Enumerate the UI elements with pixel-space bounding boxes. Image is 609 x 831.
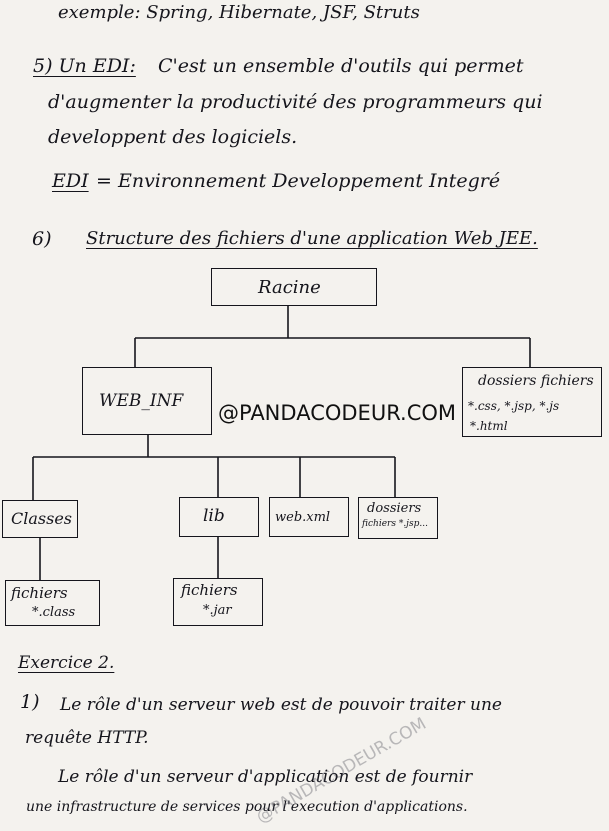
exercice-heading: Exercice 2. — [18, 653, 115, 673]
node-lib-label: lib — [203, 506, 225, 526]
node-fichiers-jar-line2: *.jar — [203, 603, 232, 618]
node-root — [211, 268, 377, 306]
section5-line1: C'est un ensemble d'outils qui permet — [158, 55, 524, 77]
node-web-inf — [82, 367, 212, 435]
answer1-number: 1) — [20, 691, 40, 713]
answer2-line2: une infrastructure de services pour l'ex… — [26, 799, 468, 815]
node-classes — [2, 500, 78, 538]
answer2-line1: Le rôle d'un serveur d'application est d… — [58, 767, 473, 787]
node-dossiers-sub-line1: dossiers — [367, 501, 422, 516]
node-dossiers-sub-line2: fichiers *.jsp... — [362, 519, 428, 529]
node-fichiers-class-line2: *.class — [32, 605, 76, 620]
section6-number: 6) — [32, 228, 52, 250]
answer1-line1: Le rôle d'un serveur web est de pouvoir … — [60, 695, 502, 715]
section5-line2: d'augmenter la productivité des programm… — [48, 91, 543, 113]
node-fichiers-class — [5, 580, 100, 626]
node-web-xml — [269, 497, 349, 537]
edi-definition: = Environnement Developpement Integré — [96, 170, 501, 192]
node-fichiers-jar-line1: fichiers — [181, 581, 238, 599]
node-lib — [179, 497, 259, 537]
node-classes-label: Classes — [11, 509, 72, 528]
node-dossiers-top-line3: *.html — [470, 419, 508, 433]
node-fichiers-jar — [173, 578, 263, 626]
node-dossiers-top — [462, 367, 602, 437]
node-web-xml-label: web.xml — [275, 510, 331, 525]
example-line: exemple: Spring, Hibernate, JSF, Struts — [58, 2, 420, 23]
node-fichiers-class-line1: fichiers — [11, 584, 68, 602]
section5-heading: 5) Un EDI: — [33, 55, 136, 77]
watermark-center: @PANDACODEUR.COM — [218, 401, 457, 425]
node-dossiers-top-line1: dossiers fichiers — [478, 373, 594, 389]
node-web-inf-label: WEB_INF — [99, 391, 184, 411]
node-root-label: Racine — [258, 277, 321, 298]
section5-line3: developpent des logiciels. — [48, 126, 298, 148]
answer1-line2: requête HTTP. — [25, 728, 149, 748]
node-dossiers-top-line2: *.css, *.jsp, *.js — [468, 399, 560, 413]
section6-title: Structure des fichiers d'une application… — [86, 228, 538, 249]
edi-abbreviation: EDI — [52, 170, 89, 192]
node-dossiers-sub — [358, 497, 438, 539]
